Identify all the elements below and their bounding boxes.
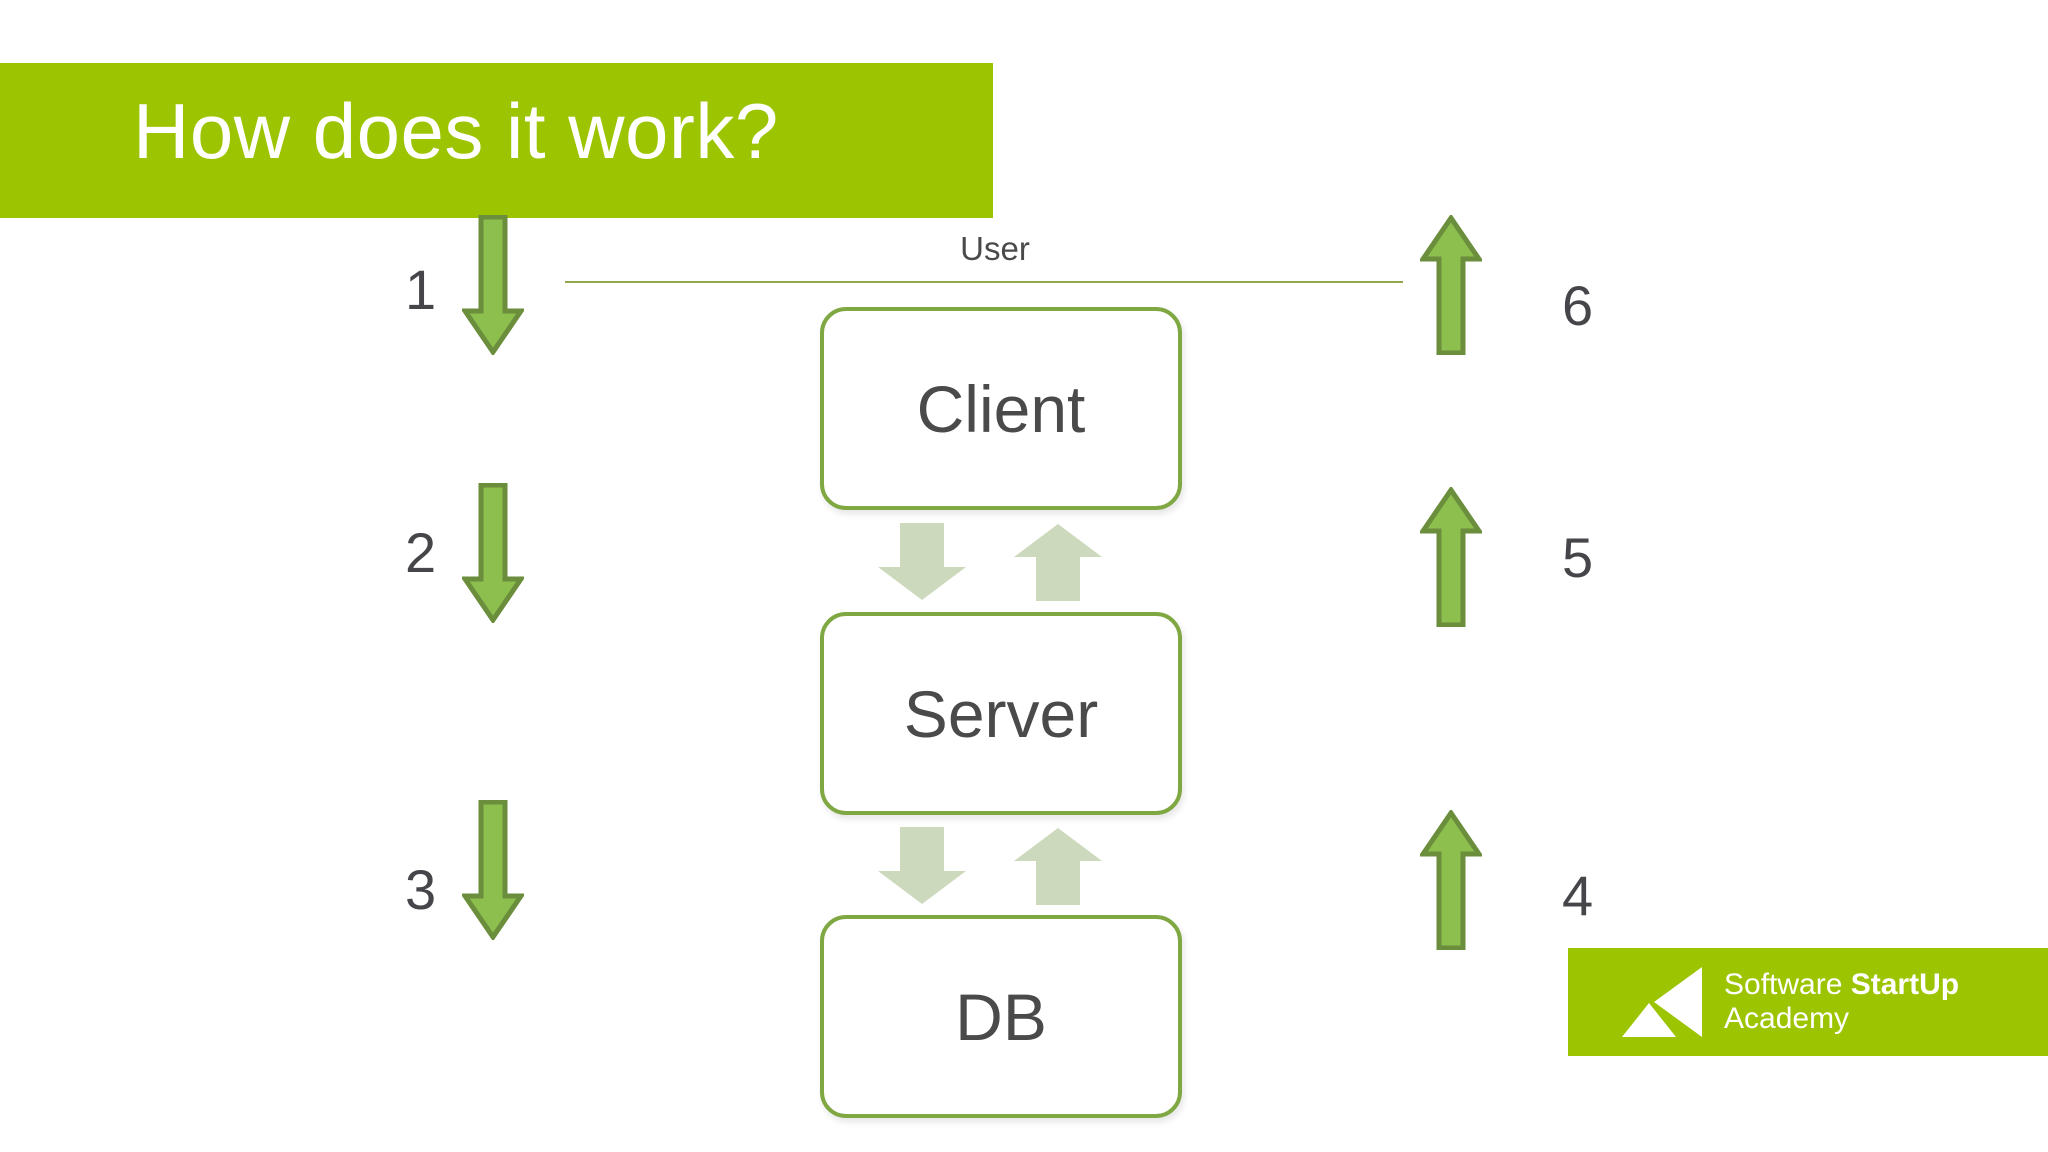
logo-word-startup: StartUp [1850, 968, 1960, 1002]
step-number-5: 5 [1562, 526, 1594, 589]
logo-wordmark: Software StartUp Academy [1724, 968, 1959, 1035]
logo-word-software: Software [1724, 968, 1851, 1002]
step-number-4: 4 [1562, 864, 1594, 927]
arrow-down-icon-step-2 [462, 483, 524, 623]
step-number-6: 6 [1562, 274, 1594, 337]
node-box-client[interactable]: Client [820, 307, 1182, 510]
arrow-up-icon-step-6 [1420, 215, 1482, 355]
step-number-2: 2 [405, 521, 437, 584]
connector-arrow-down-icon-client-server [876, 523, 968, 601]
arrow-down-icon-step-3 [462, 800, 524, 940]
arrow-down-icon-step-1 [462, 215, 524, 355]
logo-line-1: Software StartUp [1724, 968, 1959, 1001]
logo-banner: Software StartUp Academy [1568, 948, 2048, 1056]
node-box-db[interactable]: DB [820, 915, 1182, 1118]
logo-line-2: Academy [1724, 1002, 1850, 1035]
connector-arrow-up-icon-server-db [1012, 827, 1104, 905]
connector-arrow-down-icon-server-db [876, 827, 968, 905]
step-number-3: 3 [405, 858, 437, 921]
page-title: How does it work? [133, 87, 779, 175]
title-banner [0, 63, 993, 218]
step-number-1: 1 [405, 258, 437, 321]
node-label-server: Server [903, 676, 1099, 751]
user-label: User [960, 230, 1030, 267]
arrow-up-icon-step-5 [1420, 487, 1482, 627]
user-divider-line [565, 281, 1403, 283]
node-label-client: Client [916, 371, 1086, 446]
software-startup-academy-logo-icon [1620, 965, 1702, 1039]
node-box-server[interactable]: Server [820, 612, 1182, 815]
arrow-up-icon-step-4 [1420, 810, 1482, 950]
connector-arrow-up-icon-client-server [1012, 523, 1104, 601]
node-label-db: DB [955, 979, 1047, 1054]
